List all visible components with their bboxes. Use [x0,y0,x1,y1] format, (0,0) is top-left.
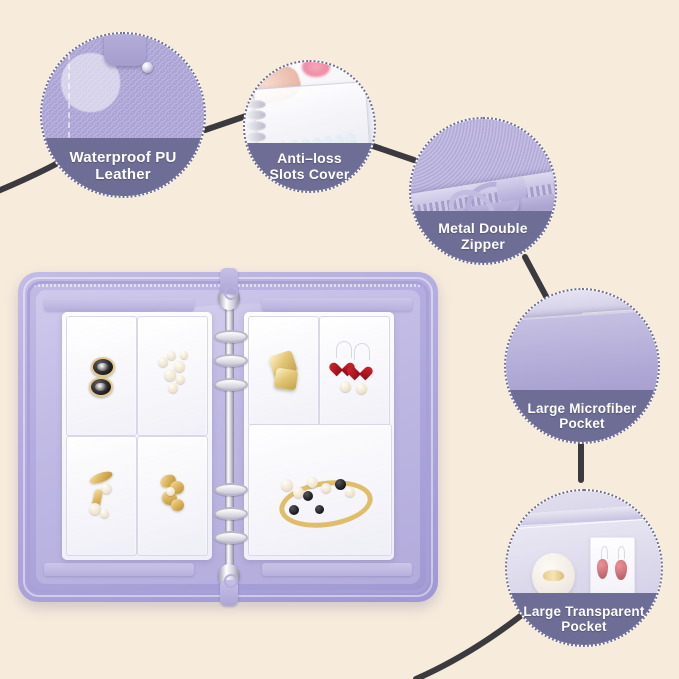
jewelry-black-bead-a [303,491,313,501]
jewelry-ring-pearl-c [100,509,109,518]
binder-ring-5 [214,507,248,520]
right-page [244,312,394,560]
slot-rings [245,98,266,157]
jewelry-stud-earring-b [89,377,113,397]
callout-3-label-line1: Metal Double [438,220,528,237]
callout-4-label-line2: Pocket [559,416,605,431]
callout-anti-loss-slots-cover[interactable]: Anti–loss Slots Cover [243,60,376,193]
jewelry-red-heart-b [352,361,368,376]
jewelry-pearl-c [174,361,185,372]
jewelry-stud-earring-a [91,357,115,377]
jewelry-pearl-b [167,351,176,360]
connector-line-2-3 [367,142,417,163]
binder-ring-1 [214,330,248,343]
product-photo [18,268,438,606]
jewelry-black-bead-c [315,505,324,514]
binder-spine-rod [224,304,234,570]
jewelry-necklace-pearl-c [307,477,318,488]
binder-ring-2 [214,354,248,367]
jewelry-earring-pearl-a [340,381,351,392]
binder-ring-3 [214,378,248,391]
jewelry-pearl-d [164,369,176,381]
jewelry-brooch-petal-d [171,499,184,511]
earring-hook-b [617,546,626,560]
leather-strap [103,34,146,67]
callout-1-label-line1: Waterproof PU [69,149,177,167]
connector-line-1-2 [202,113,249,133]
callout-5-label-line1: Large Transparent [523,603,645,619]
jewelry-pearl-f [168,383,178,393]
jewelry-earring-wire-b [354,343,370,360]
elastic-strap-bot-right [262,563,412,576]
callout-4-label: Large Microfiber Pocket [506,390,658,442]
earring-hook-a [600,546,608,560]
jewelry-earring-pearl-b [356,383,367,394]
pink-blur [301,62,331,78]
left-pocket-3 [66,436,137,556]
callout-2-label: Anti–loss Slots Cover [245,143,374,191]
right-pocket-2 [319,316,390,426]
elastic-strap-top-right [262,298,412,311]
callout-1-label-line2: Leather [95,166,151,183]
jewelry-brooch-pearl [166,487,175,496]
jewelry-necklace-pearl-d [321,483,331,493]
jewelry-necklace-pearl-a [281,479,293,491]
jewelry-black-bead-b [335,479,346,490]
callout-5-label: Large Transparent Pocket [507,593,661,645]
elastic-strap-top-left [44,298,194,311]
binder-ring-4 [214,483,248,496]
earring-red-drop-b [615,560,627,581]
callout-waterproof-pu-leather[interactable]: Waterproof PU Leather [40,32,206,198]
jewelry-ring-pearl-b [89,503,101,515]
jewelry-earring-wire-a [336,341,352,358]
jewelry-ring-pearl-a [101,483,112,494]
stitch-line [67,43,71,167]
compact-case [531,552,575,599]
zipper-pull-top[interactable] [220,268,238,300]
jewelry-necklace-pearl-b [293,487,304,498]
rivet-icon [142,61,154,73]
jewelry-gold-square-b [273,367,299,391]
left-pocket-1 [66,316,137,436]
callout-4-label-line1: Large Microfiber [527,400,637,416]
callout-2-label-line2: Slots Cover [269,166,350,182]
zipper-pull-bottom[interactable] [220,574,238,606]
left-pocket-2 [137,316,208,436]
callout-5-label-line2: Pocket [561,619,607,634]
jewelry-black-bead-d [289,505,299,515]
jewelry-necklace-pearl-e [345,487,355,497]
binder-ring-6 [214,531,248,544]
elastic-strap-bot-left [44,563,194,576]
earring-red-drop-a [597,559,609,580]
left-pocket-4 [137,436,208,556]
callout-2-label-line1: Anti–loss [277,150,342,167]
callout-large-microfiber-pocket[interactable]: Large Microfiber Pocket [504,288,660,444]
callout-1-label: Waterproof PU Leather [42,138,204,196]
callout-large-transparent-pocket[interactable]: Large Transparent Pocket [505,489,663,647]
left-page [62,312,212,560]
jewelry-pearl-g [180,351,188,359]
right-pocket-1 [248,316,319,426]
right-pocket-3 [248,424,392,556]
callout-metal-double-zipper[interactable]: Metal Double Zipper [409,117,557,265]
jewelry-pearl-a [158,357,168,367]
callout-3-label-line2: Zipper [461,236,505,252]
callout-3-label: Metal Double Zipper [411,211,555,263]
binder-ring-mechanism [214,268,248,606]
jewelry-pearl-e [176,375,185,384]
earring-display-card [590,537,636,598]
